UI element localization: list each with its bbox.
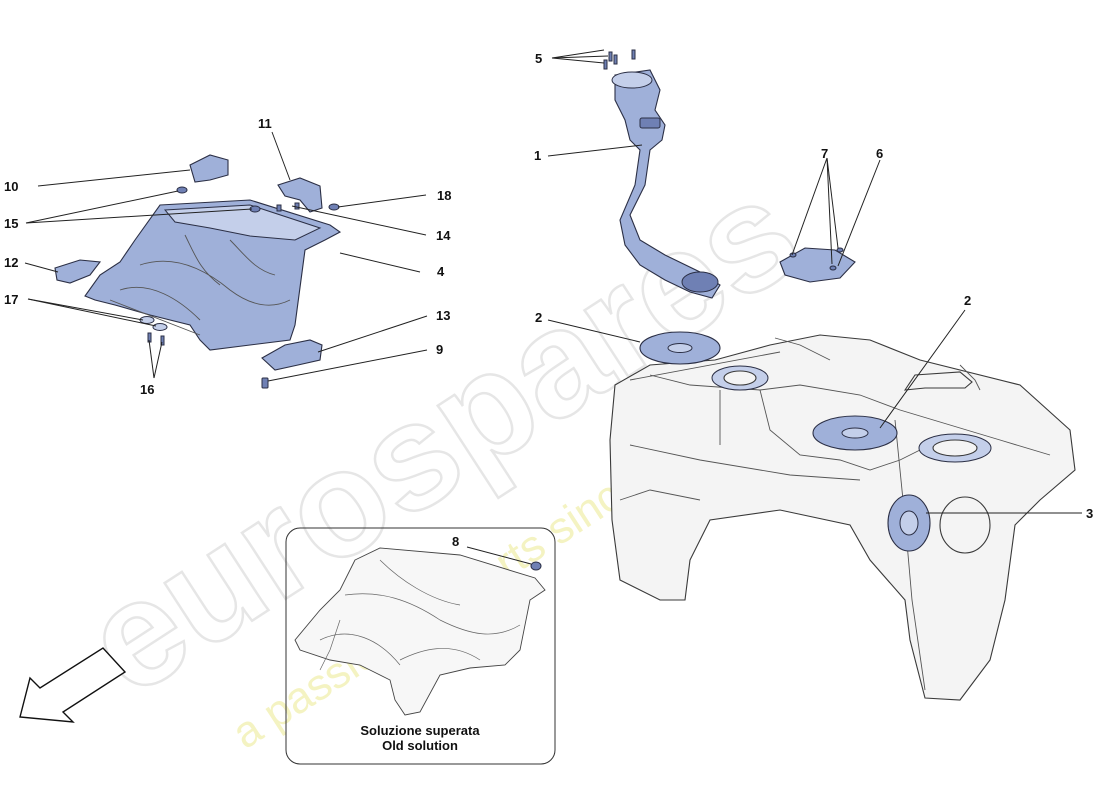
nut-18[interactable]: [328, 203, 340, 211]
old-heat-shield: [294, 547, 546, 716]
callout-3[interactable]: 3: [1086, 506, 1093, 521]
inset-caption-en: Old solution: [382, 738, 458, 753]
clip-14a[interactable]: [276, 204, 282, 212]
filler-outlet: [681, 271, 719, 293]
tank-vent-pipe: [903, 371, 973, 391]
screw-5b[interactable]: [613, 54, 618, 65]
bolt-9[interactable]: [261, 377, 269, 389]
bracket-13[interactable]: [261, 339, 323, 371]
filler-clamp: [639, 117, 661, 129]
filler-pipe-assembly[interactable]: [603, 49, 721, 299]
fuel-tank[interactable]: [609, 334, 1076, 701]
bracket-11[interactable]: [277, 177, 323, 213]
screw-16b[interactable]: [160, 335, 165, 346]
screw-5c[interactable]: [631, 49, 636, 60]
tank-opening-rear-inner: [932, 439, 978, 457]
inset-frame: [285, 527, 556, 765]
callout-2-lower[interactable]: 2: [964, 293, 971, 308]
inset-caption-bg: [345, 721, 495, 757]
washer-17a[interactable]: [139, 316, 155, 324]
callout-15[interactable]: 15: [4, 216, 18, 231]
clip-14b[interactable]: [294, 202, 300, 210]
bracket-10[interactable]: [189, 154, 229, 183]
gasket-3-hole: [899, 510, 919, 536]
washer-17b[interactable]: [152, 323, 168, 331]
callout-17[interactable]: 17: [4, 292, 18, 307]
screw-7b[interactable]: [836, 247, 844, 253]
callout-5[interactable]: 5: [535, 51, 542, 66]
callout-1[interactable]: 1: [534, 148, 541, 163]
callout-18[interactable]: 18: [437, 188, 451, 203]
gasket-2-upper-hole: [667, 343, 693, 353]
callout-16[interactable]: 16: [140, 382, 154, 397]
callout-2-upper[interactable]: 2: [535, 310, 542, 325]
screw-5d[interactable]: [603, 59, 608, 70]
screw-5a[interactable]: [608, 51, 613, 62]
callout-10[interactable]: 10: [4, 179, 18, 194]
heat-shield-top-face: [163, 204, 322, 241]
callout-9[interactable]: 9: [436, 342, 443, 357]
direction-arrow-icon: [19, 647, 127, 723]
callout-numbers: 1 2 2 3 4 5 6 7 8 9 10 11 12 13 14 15 16…: [4, 51, 1093, 549]
gaskets[interactable]: [639, 331, 931, 552]
heat-shield-assembly[interactable]: [54, 154, 342, 389]
callout-8[interactable]: 8: [452, 534, 459, 549]
callout-13[interactable]: 13: [436, 308, 450, 323]
filler-cap-neck: [611, 71, 653, 89]
inset-caption-it: Soluzione superata: [360, 723, 480, 738]
callout-12[interactable]: 12: [4, 255, 18, 270]
nut-8[interactable]: [530, 561, 542, 571]
leader-lines: [24, 49, 1082, 565]
cover-plate-6[interactable]: [779, 247, 856, 283]
fuel-tank-body[interactable]: [609, 334, 1076, 701]
inset-old-solution: Soluzione superata Old solution: [285, 527, 556, 765]
nut-15a[interactable]: [176, 186, 188, 194]
callout-7[interactable]: 7: [821, 146, 828, 161]
callout-14[interactable]: 14: [436, 228, 451, 243]
callout-11[interactable]: 11: [258, 116, 272, 131]
tank-side-port: [939, 496, 991, 554]
callout-6[interactable]: 6: [876, 146, 883, 161]
tank-opening-front-inner: [723, 370, 757, 386]
cover-plate-assembly[interactable]: [779, 247, 856, 283]
bracket-12[interactable]: [54, 259, 102, 284]
screw-7c[interactable]: [829, 265, 837, 271]
callout-4[interactable]: 4: [437, 264, 445, 279]
gasket-2-lower-hole: [841, 427, 869, 439]
